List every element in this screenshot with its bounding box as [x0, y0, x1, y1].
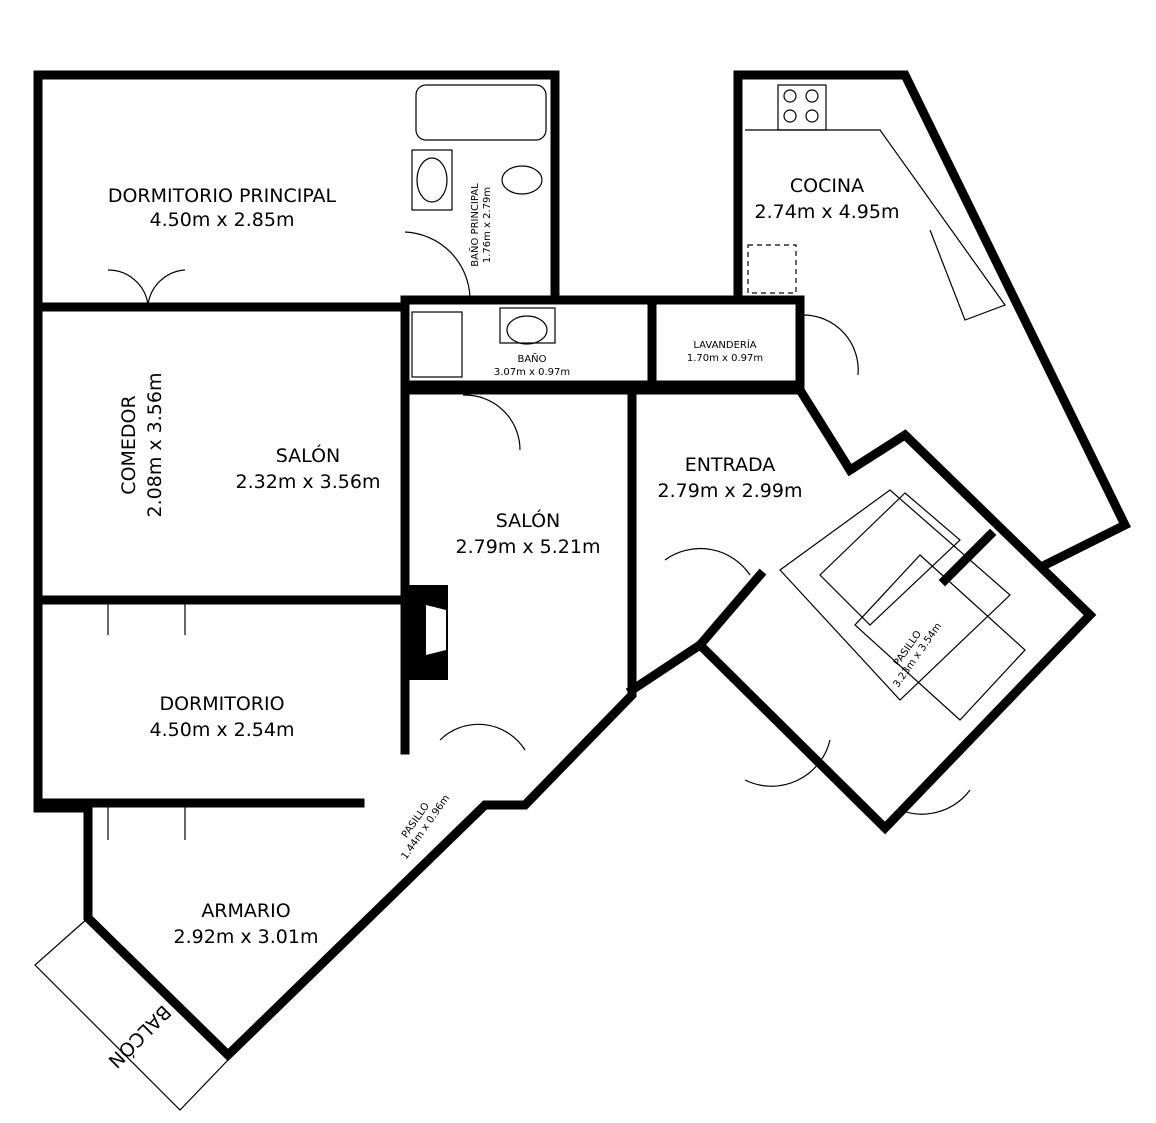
room-size: 4.50m x 2.54m: [150, 719, 295, 741]
room-pasillo-escalera: PASILLO 3.23m x 3.54m: [891, 621, 944, 690]
room-size: 2.08m x 3.56m: [144, 373, 166, 518]
room-lavanderia: LAVANDERÍA 1.70m x 0.97m: [687, 338, 763, 364]
room-salon-1: SALÓN 2.32m x 3.56m: [236, 443, 381, 493]
room-armario: ARMARIO 2.92m x 3.01m: [174, 900, 319, 948]
room-size: 4.50m x 2.85m: [150, 209, 295, 231]
room-cocina: COCINA 2.74m x 4.95m: [755, 175, 900, 223]
room-dormitorio: DORMITORIO 4.50m x 2.54m: [150, 693, 295, 741]
room-bano: BAÑO 3.07m x 0.97m: [494, 352, 570, 378]
room-balcon: BALCÓN: [104, 1001, 177, 1074]
room-comedor: COMEDOR 2.08m x 3.56m: [118, 373, 166, 518]
room-name: BAÑO: [517, 352, 546, 365]
room-name: ARMARIO: [201, 900, 290, 922]
room-name: COCINA: [790, 175, 864, 197]
room-size: 3.07m x 0.97m: [494, 367, 570, 378]
room-name: BALCÓN: [104, 1001, 177, 1074]
room-name: COMEDOR: [118, 395, 140, 494]
room-name: ENTRADA: [685, 454, 776, 476]
room-size: 2.74m x 4.95m: [755, 201, 900, 223]
staircase: [779, 489, 1026, 721]
room-size: 2.92m x 3.01m: [174, 926, 319, 948]
fixtures: [107, 84, 1006, 840]
room-name: BAÑO PRINCIPAL: [468, 183, 481, 267]
room-salon-2: SALÓN 2.79m x 5.21m: [456, 508, 601, 558]
room-size: 2.79m x 2.99m: [658, 480, 803, 502]
room-size: 1.70m x 0.97m: [687, 353, 763, 364]
room-entrada: ENTRADA 2.79m x 2.99m: [658, 454, 803, 502]
balcony-outline: [34, 917, 229, 1111]
room-dormitorio-principal: DORMITORIO PRINCIPAL 4.50m x 2.85m: [108, 185, 337, 231]
room-name: DORMITORIO: [159, 693, 284, 715]
room-size: 1.76m x 2.79m: [482, 187, 493, 263]
room-name: SALÓN: [496, 508, 561, 532]
room-size: 2.79m x 5.21m: [456, 536, 601, 558]
room-bano-principal: BAÑO PRINCIPAL 1.76m x 2.79m: [468, 183, 493, 267]
room-name: SALÓN: [276, 443, 341, 467]
room-name: DORMITORIO PRINCIPAL: [108, 185, 337, 207]
walls: [33, 70, 1132, 1062]
room-size: 2.32m x 3.56m: [236, 471, 381, 493]
room-name: LAVANDERÍA: [693, 338, 756, 351]
